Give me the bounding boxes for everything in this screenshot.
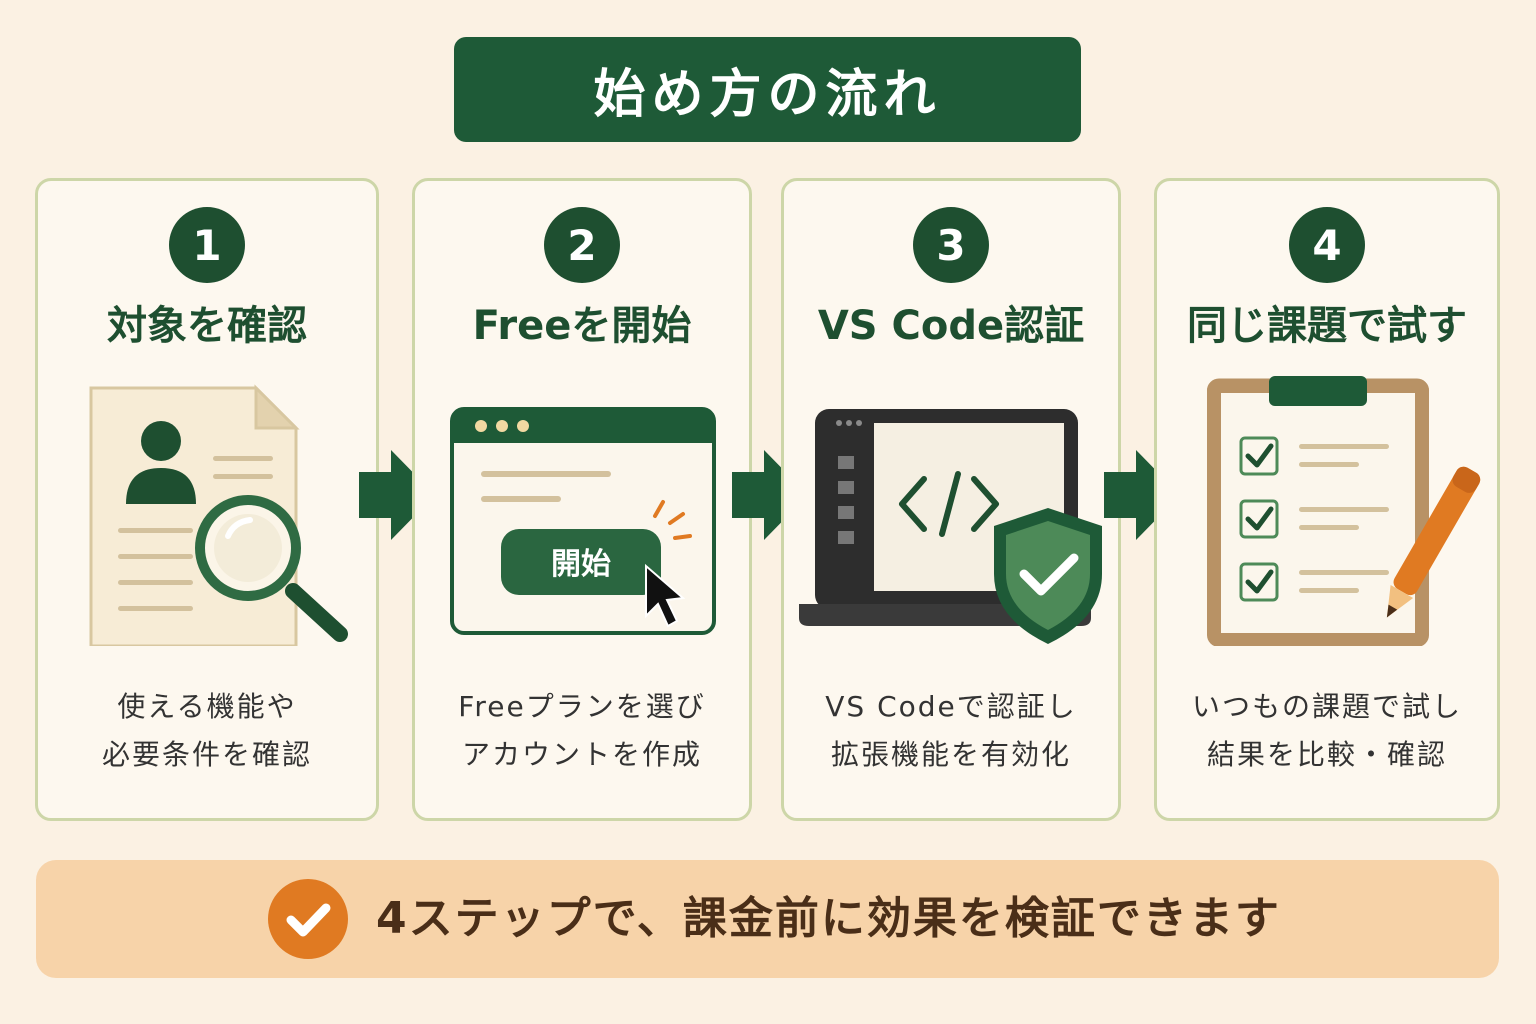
page-title: 始め方の流れ xyxy=(454,37,1081,142)
step-desc-1-line-2: 必要条件を確認 xyxy=(101,738,312,771)
step-title-2: Freeを開始 xyxy=(472,303,692,349)
check-circle-icon xyxy=(268,879,348,959)
step-desc-3-line-1: VS Codeで認証し xyxy=(825,690,1077,723)
step-card-4: 4 同じ課題で試す いつもの課題で試し 結果を比較・確認 xyxy=(1154,178,1500,821)
start-button-label: 開始 xyxy=(551,547,611,582)
step-desc-3-line-2: 拡張機能を有効化 xyxy=(830,738,1071,771)
step-desc-1-line-1: 使える機能や xyxy=(117,690,297,723)
step-desc-4-line-2: 結果を比較・確認 xyxy=(1206,738,1447,771)
step-desc-2: Freeプランを選び アカウントを作成 xyxy=(415,683,749,779)
summary-text: 4ステップで、課金前に効果を検証できます xyxy=(376,893,1281,944)
step-title-1: 対象を確認 xyxy=(107,303,307,349)
arrow-right-icon-3 xyxy=(1104,450,1180,540)
step-desc-1: 使える機能や 必要条件を確認 xyxy=(38,683,376,779)
step-desc-2-line-1: Freeプランを選び xyxy=(458,690,706,723)
clipboard-checklist-icon xyxy=(1207,376,1481,646)
step-card-1: 1 対象を確認 使える機能や 必要条件を確認 xyxy=(35,178,379,821)
step-number-4: 4 xyxy=(1289,207,1365,283)
arrow-right-icon-2 xyxy=(732,450,808,540)
arrow-right-icon-1 xyxy=(359,450,435,540)
step-desc-3: VS Codeで認証し 拡張機能を有効化 xyxy=(784,683,1118,779)
document-search-icon xyxy=(89,384,348,646)
step-title-4: 同じ課題で試す xyxy=(1187,303,1467,349)
step-title-3: VS Code認証 xyxy=(817,303,1085,349)
step-number-3: 3 xyxy=(913,207,989,283)
step-desc-4-line-1: いつもの課題で試し xyxy=(1191,690,1462,723)
laptop-code-icon xyxy=(799,409,1102,644)
step-number-2: 2 xyxy=(544,207,620,283)
browser-window-icon: 開始 xyxy=(450,407,716,635)
step-card-2: 2 Freeを開始 開始 Freeプランを選び アカウントを作成 xyxy=(412,178,752,821)
step-card-3: 3 VS Code認証 VS Codeで認証し 拡張機能を有効化 xyxy=(781,178,1121,821)
step-desc-4: いつもの課題で試し 結果を比較・確認 xyxy=(1157,683,1497,779)
step-desc-2-line-2: アカウントを作成 xyxy=(461,738,702,771)
summary-banner: 4ステップで、課金前に効果を検証できます xyxy=(36,860,1499,978)
step-number-1: 1 xyxy=(169,207,245,283)
